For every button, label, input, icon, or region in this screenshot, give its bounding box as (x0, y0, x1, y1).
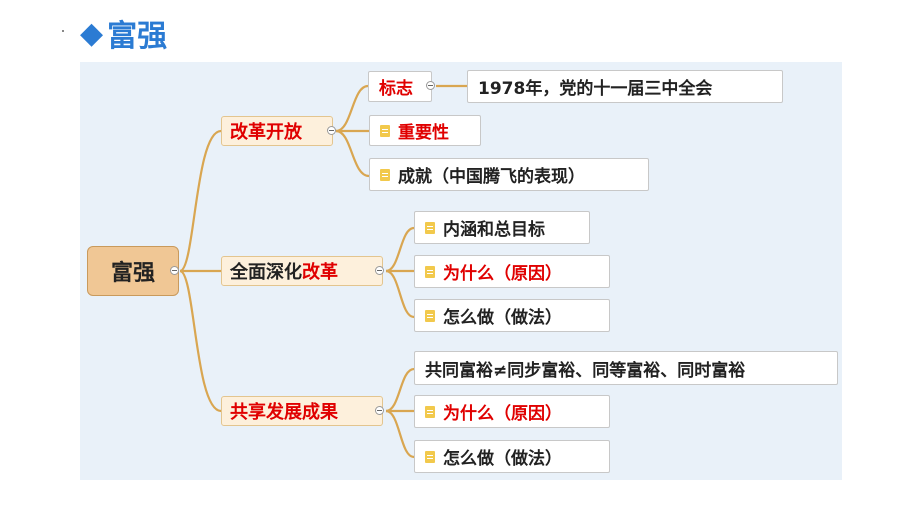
decorative-dot (62, 30, 64, 32)
leaf-biaozhi-label: 标志 (379, 79, 413, 99)
leaf-weishenme-1-label: 为什么（原因） (443, 264, 562, 284)
leaf-zenmezuo-1-label: 怎么做（做法） (443, 308, 562, 328)
leaf-gongtong-label: 共同富裕≠同步富裕、同等富裕、同时富裕 (425, 360, 746, 381)
note-icon (425, 221, 435, 234)
note-icon (380, 168, 390, 181)
leaf-chengjiu[interactable]: 成就（中国腾飞的表现） (369, 158, 649, 191)
page-title: ◆ 富强 (80, 10, 167, 56)
leaf-neihan-label: 内涵和总目标 (443, 220, 545, 240)
root-label: 富强 (110, 261, 155, 286)
collapse-b2-icon[interactable] (375, 266, 384, 275)
leaf-chengjiu-label: 成就（中国腾飞的表现） (398, 167, 585, 187)
root-node[interactable]: 富强 (87, 246, 179, 296)
connector-root-b1 (179, 129, 222, 273)
connector-b1-chengjiu (335, 129, 370, 178)
branch-reform-opening-label: 改革开放 (230, 122, 302, 143)
leaf-neihan[interactable]: 内涵和总目标 (414, 211, 590, 244)
connector-b2-zenmezuo (385, 269, 415, 319)
leaf-zhongyaoxing-label: 重要性 (398, 123, 449, 143)
note-icon (380, 124, 390, 137)
note-icon (425, 265, 435, 278)
connector-b2-neihan (385, 226, 415, 273)
connector-root-b3 (179, 269, 222, 413)
note-icon (425, 450, 435, 463)
leaf-biaozhi-detail-label: 1978年，党的十一届三中全会 (478, 79, 713, 99)
collapse-b3-icon[interactable] (375, 406, 384, 415)
connector-b3-gongtong (385, 367, 415, 413)
diamond-bullet-icon: ◆ (80, 15, 104, 51)
branch-reform-opening[interactable]: 改革开放 (221, 116, 333, 146)
collapse-biaozhi-icon[interactable] (426, 81, 435, 90)
leaf-gongtong[interactable]: 共同富裕≠同步富裕、同等富裕、同时富裕 (414, 351, 838, 385)
connector-b3-zenmezuo (385, 409, 415, 459)
leaf-zhongyaoxing[interactable]: 重要性 (369, 115, 481, 146)
collapse-b1-icon[interactable] (327, 126, 336, 135)
leaf-zenmezuo-2-label: 怎么做（做法） (443, 449, 562, 469)
branch-deepen-reform-label-a: 全面深化 (230, 262, 302, 283)
leaf-biaozhi-detail[interactable]: 1978年，党的十一届三中全会 (467, 70, 783, 103)
note-icon (425, 309, 435, 322)
branch-deepen-reform-label-b: 改革 (302, 262, 338, 283)
leaf-weishenme-2-label: 为什么（原因） (443, 404, 562, 424)
branch-share-results[interactable]: 共享发展成果 (221, 396, 383, 426)
connector-b1-biaozhi (335, 84, 369, 133)
page-title-text: 富强 (107, 19, 168, 54)
leaf-weishenme-1[interactable]: 为什么（原因） (414, 255, 610, 288)
note-icon (425, 405, 435, 418)
leaf-weishenme-2[interactable]: 为什么（原因） (414, 395, 610, 428)
branch-deepen-reform[interactable]: 全面深化改革 (221, 256, 383, 286)
collapse-root-icon[interactable] (170, 266, 179, 275)
leaf-biaozhi[interactable]: 标志 (368, 71, 432, 102)
leaf-zenmezuo-1[interactable]: 怎么做（做法） (414, 299, 610, 332)
branch-share-results-label: 共享发展成果 (230, 402, 338, 423)
leaf-zenmezuo-2[interactable]: 怎么做（做法） (414, 440, 610, 473)
